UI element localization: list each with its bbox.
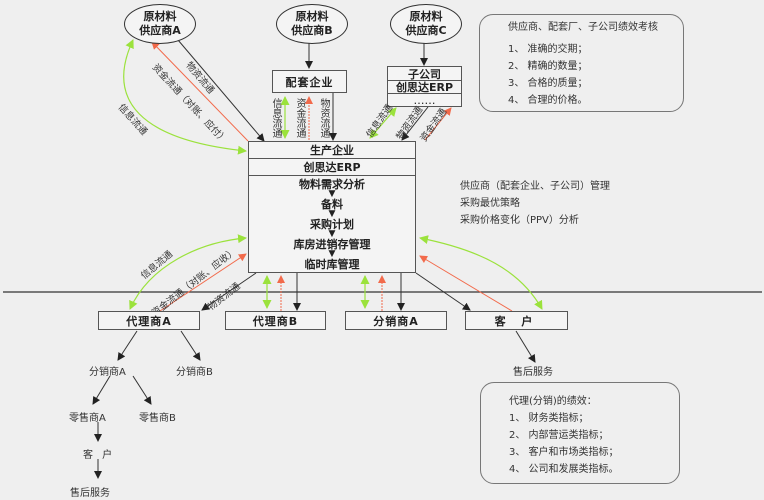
supplier-a-node: 原材料 供应商A	[124, 4, 196, 44]
production-process-list: 物料需求分析 ▼ 备料 ▼ 采购计划 ▼ 库房进销存管理 ▼ 临时库管理	[249, 176, 415, 271]
arrow-customer-after-sales	[515, 330, 536, 363]
agent-kpi-item: 4、 公司和发展类指标。	[509, 464, 619, 475]
supplier-kpi-title: 供应商、配套厂、子公司绩效考核	[508, 22, 658, 33]
supplier-b-line1: 原材料	[295, 10, 329, 23]
info-flow-agent-a	[129, 234, 247, 310]
supplier-a-line1: 原材料	[143, 10, 177, 23]
production-title: 生产企业	[249, 142, 415, 159]
down-arrow-icon: ▼	[328, 249, 336, 259]
agent-kpi-item: 1、 财务类指标；	[509, 413, 589, 424]
info-flow-customer	[419, 235, 543, 310]
capital-flow-agent-a	[159, 253, 247, 312]
production-erp: 创思达ERP	[249, 159, 415, 176]
customer-after-sales: 售后服务	[513, 367, 553, 378]
tree-customer: 客 户	[83, 450, 116, 461]
subsidiary-erp: 创思达ERP	[388, 81, 461, 94]
agent-kpi-item: 2、 内部营运类指标；	[509, 430, 609, 441]
tree-distributor-a: 分销商A	[89, 367, 126, 378]
supplier-c-line1: 原材料	[409, 10, 443, 23]
supplier-b-node: 原材料 供应商B	[276, 4, 348, 44]
arrow-dist-to-retail-b	[132, 375, 152, 405]
supplier-a-line2: 供应商A	[139, 24, 181, 37]
management-notes: 供应商（配套企业、子公司）管理 采购最优策略 采购价格变化（PPV）分析	[460, 178, 610, 229]
agent-kpi-title: 代理(分销)的绩效：	[509, 396, 597, 407]
distributor-a-node: 分销商A	[345, 311, 447, 330]
info-flow-subsidiary	[369, 107, 397, 139]
down-arrow-icon: ▼	[328, 209, 336, 219]
capital-flow-subsidiary	[424, 107, 452, 141]
process-step: 物料需求分析	[299, 178, 365, 191]
subsidiary-title: 子公司	[388, 67, 461, 81]
material-flow-agent-a	[201, 272, 257, 311]
supplier-kpi-item: 3、 合格的质量；	[508, 78, 588, 89]
agent-kpi-note: 代理(分销)的绩效： 1、 财务类指标； 2、 内部营运类指标； 3、 客户和市…	[480, 382, 680, 484]
customer-node: 客 户	[465, 311, 568, 330]
tree-distributor-b: 分销商B	[176, 367, 213, 378]
supplier-kpi-item: 1、 准确的交期；	[508, 44, 588, 55]
down-arrow-icon: ▼	[328, 189, 336, 199]
management-note: 供应商（配套企业、子公司）管理	[460, 181, 610, 192]
arrow-agent-to-dist-a	[117, 330, 138, 361]
agent-a-node: 代理商A	[98, 311, 200, 330]
material-flow-subsidiary	[401, 106, 429, 141]
process-step: 备料	[321, 198, 343, 211]
supporting-enterprise-node: 配套企业	[272, 70, 347, 93]
production-enterprise-node: 生产企业 创思达ERP 物料需求分析 ▼ 备料 ▼ 采购计划 ▼ 库房进销存管理…	[248, 141, 416, 273]
label-material-flow-supporting: 物资流通	[318, 98, 329, 138]
management-note: 采购价格变化（PPV）分析	[460, 215, 579, 226]
process-step: 采购计划	[310, 218, 354, 231]
info-flow-supplier-a	[123, 39, 247, 155]
supplier-c-node: 原材料 供应商C	[390, 4, 462, 44]
subsidiary-more: ……	[413, 93, 436, 107]
capital-flow-supplier-a	[151, 41, 249, 142]
agent-kpi-item: 3、 客户和市场类指标；	[509, 447, 619, 458]
capital-flow-customer	[419, 255, 513, 312]
subsidiary-node: 子公司 创思达ERP ……	[387, 66, 462, 107]
supplier-c-line2: 供应商C	[405, 24, 447, 37]
process-step: 库房进销存管理	[293, 238, 371, 251]
label-info-flow-supporting: 信息流通	[270, 98, 281, 138]
arrow-agent-to-dist-b	[180, 330, 201, 361]
down-arrow-icon: ▼	[328, 229, 336, 239]
tree-retailer-b: 零售商B	[139, 413, 176, 424]
management-note: 采购最优策略	[460, 198, 520, 209]
supplier-kpi-item: 2、 精确的数量；	[508, 61, 588, 72]
label-capital-flow-supporting: 资金流通	[294, 98, 305, 138]
supplier-kpi-note: 供应商、配套厂、子公司绩效考核 1、 准确的交期； 2、 精确的数量； 3、 合…	[479, 14, 684, 112]
process-step: 临时库管理	[304, 258, 360, 271]
tree-retailer-a: 零售商A	[69, 413, 106, 424]
agent-b-node: 代理商B	[225, 311, 326, 330]
tree-after-sales: 售后服务	[70, 488, 110, 499]
arrow-dist-to-retail-a	[92, 375, 111, 405]
supplier-kpi-item: 4、 合理的价格。	[508, 95, 588, 106]
supplier-b-line2: 供应商B	[291, 24, 333, 37]
